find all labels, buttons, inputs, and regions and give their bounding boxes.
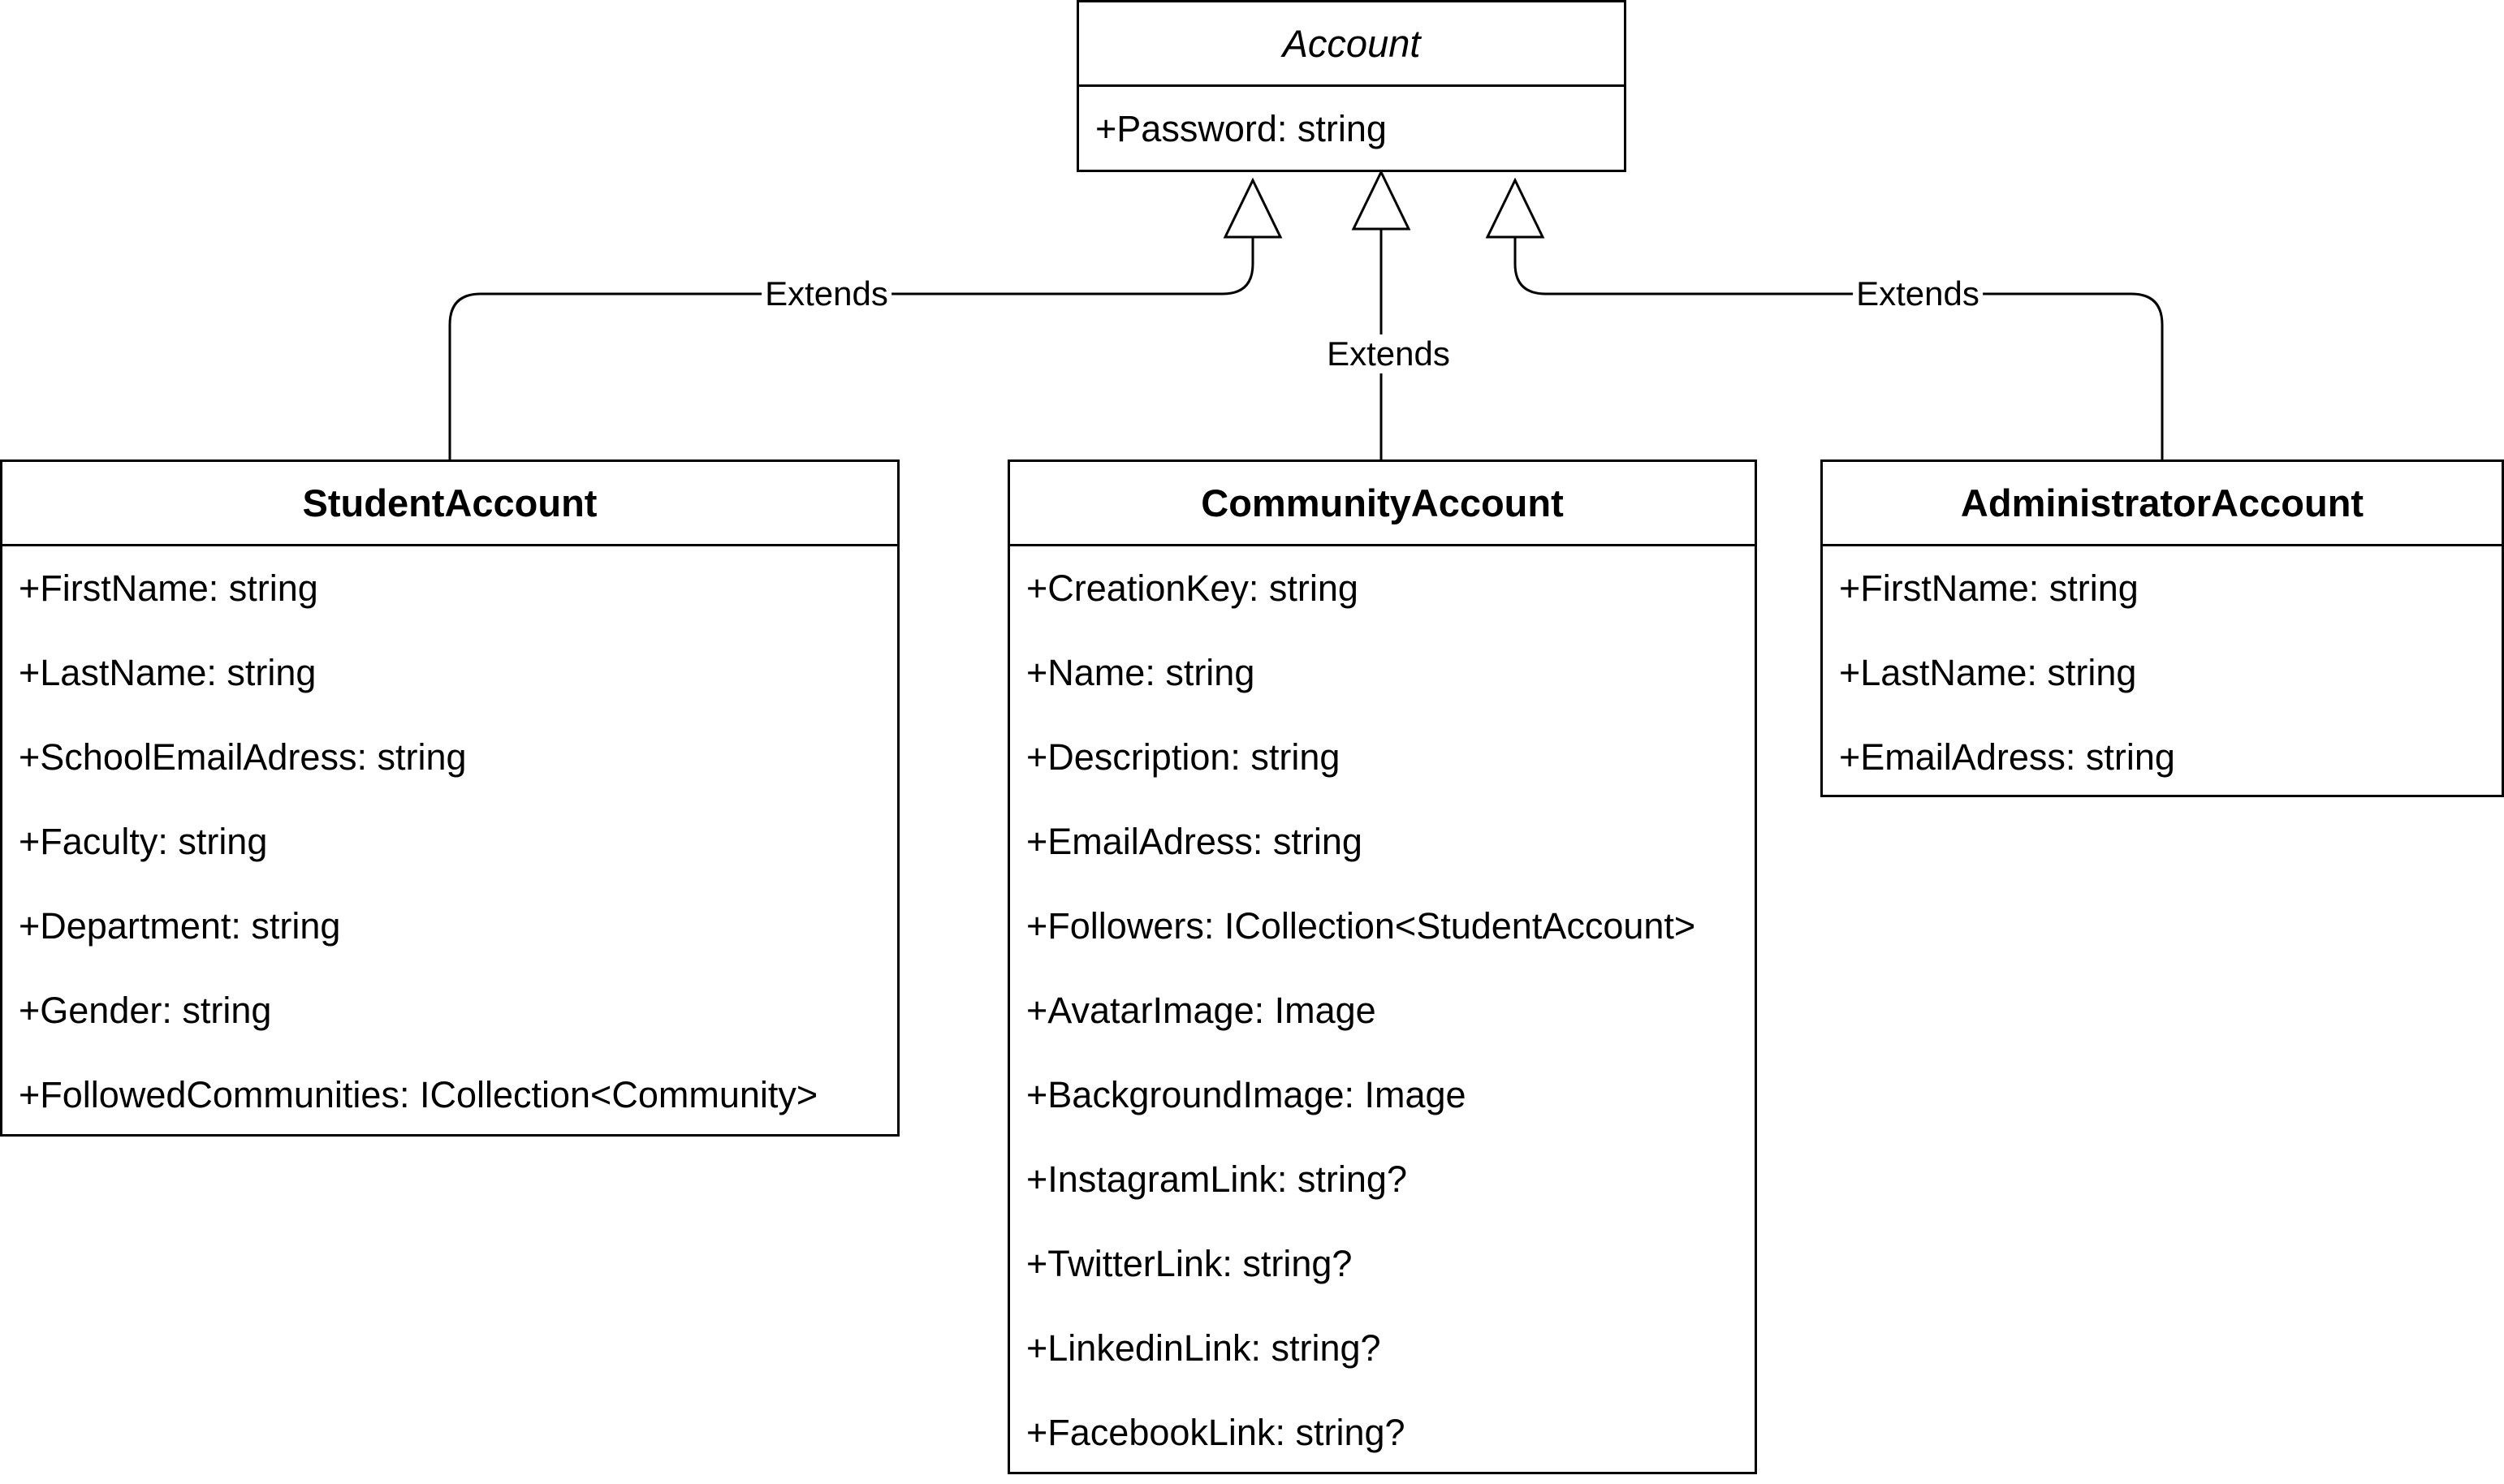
edge-admin-arrowhead: [1485, 177, 1545, 239]
class-administrator-account-name: AdministratorAccount: [1823, 462, 2502, 546]
class-student-attribute: +SchoolEmailAdress: string: [19, 736, 467, 778]
class-account-attribute: +Password: string: [1095, 108, 1387, 149]
class-community-attribute: +Name: string: [1026, 652, 1255, 693]
class-account[interactable]: Account +Password: string: [1077, 0, 1626, 172]
class-student-account[interactable]: StudentAccount +FirstName: string +LastN…: [0, 459, 900, 1137]
class-student-attribute: +Gender: string: [19, 990, 272, 1031]
class-student-attribute: +Department: string: [19, 905, 341, 947]
class-community-account-name: CommunityAccount: [1010, 462, 1755, 546]
class-administrator-attribute: +EmailAdress: string: [1839, 736, 2175, 778]
class-community-attribute: +InstagramLink: string?: [1026, 1158, 1407, 1200]
class-community-attribute: +CreationKey: string: [1026, 567, 1358, 609]
class-community-attribute: +Followers: ICollection<StudentAccount>: [1026, 905, 1696, 947]
edge-label-community: Extends: [1323, 334, 1453, 373]
class-community-attribute: +EmailAdress: string: [1026, 821, 1362, 862]
class-community-attribute: +TwitterLink: string?: [1026, 1243, 1353, 1284]
class-administrator-attribute: +FirstName: string: [1839, 567, 2139, 609]
class-community-attribute: +FacebookLink: string?: [1026, 1412, 1405, 1453]
class-account-name: Account: [1079, 2, 1624, 87]
class-community-attribute: +AvatarImage: Image: [1026, 990, 1376, 1031]
class-community-attribute: +BackgroundImage: Image: [1026, 1074, 1466, 1115]
edge-label-student: Extends: [762, 274, 892, 313]
edge-label-admin: Extends: [1853, 274, 1983, 313]
class-administrator-attribute: +LastName: string: [1839, 652, 2137, 693]
class-community-attribute: +LinkedinLink: string?: [1026, 1327, 1381, 1369]
class-student-account-name: StudentAccount: [2, 462, 897, 546]
class-student-attribute: +FirstName: string: [19, 567, 318, 609]
class-student-attribute: +LastName: string: [19, 652, 317, 693]
class-administrator-account[interactable]: AdministratorAccount +FirstName: string …: [1820, 459, 2504, 797]
class-student-attribute: +Faculty: string: [19, 821, 268, 862]
edge-student-line: [448, 237, 1254, 460]
edge-student-arrowhead: [1223, 177, 1283, 239]
edge-admin-line: [1513, 237, 2164, 460]
class-student-attribute: +FollowedCommunities: ICollection<Commun…: [19, 1074, 818, 1115]
class-community-account[interactable]: CommunityAccount +CreationKey: string +N…: [1008, 459, 1757, 1474]
edge-community-arrowhead: [1351, 169, 1411, 231]
class-community-attribute: +Description: string: [1026, 736, 1341, 778]
